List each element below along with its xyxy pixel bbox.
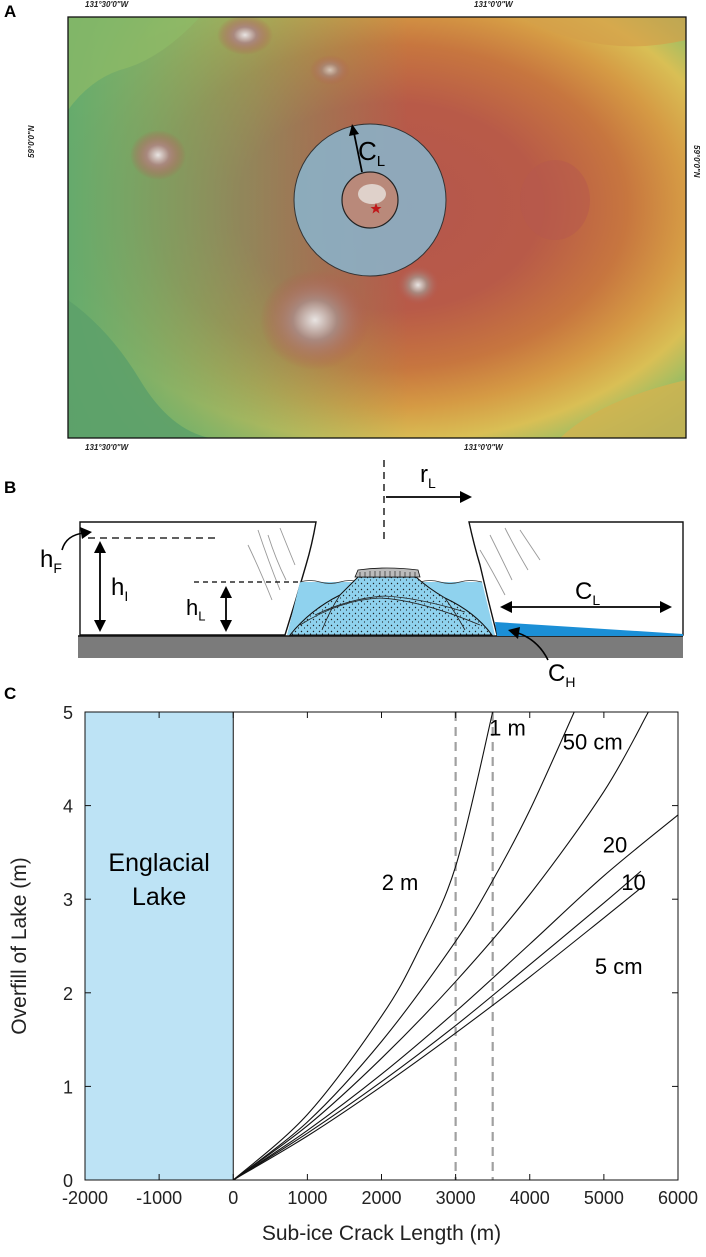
cl-arrow	[353, 132, 363, 173]
panel-b-diagram	[61, 460, 684, 661]
x-tick-label-6: 4000	[510, 1188, 550, 1208]
vent-star-icon	[370, 203, 382, 214]
cl-label-b: CL	[575, 580, 600, 607]
rl-label: rL	[420, 463, 436, 490]
y-axis-label: Overfill of Lake (m)	[8, 857, 31, 1034]
series-line-4	[232, 870, 642, 1181]
hi-main: h	[111, 574, 125, 601]
map-cl-sub: L	[376, 153, 386, 171]
series-line-3	[232, 814, 679, 1181]
ch-main: C	[548, 660, 566, 687]
y-tick-label-3: 3	[63, 890, 73, 910]
series-label-3: 20	[603, 832, 627, 857]
map-cl-main: C	[358, 136, 377, 166]
y-tick-label-1: 1	[63, 1077, 73, 1097]
hf-sub: F	[53, 559, 62, 576]
hf-main: h	[40, 546, 54, 573]
series-label-1: 1 m	[489, 715, 526, 740]
x-tick-label-3: 1000	[287, 1188, 327, 1208]
series-label-2: 50 cm	[563, 729, 623, 754]
x-tick-label-1: -1000	[136, 1188, 182, 1208]
x-tick-label-4: 2000	[361, 1188, 401, 1208]
coord-bottom-right: 131°0'0"W	[464, 443, 503, 452]
panel-a-map	[67, 16, 687, 439]
lake-label-line1: Englacial	[108, 849, 209, 877]
hf-label: hF	[40, 548, 62, 575]
series-line-0	[232, 711, 494, 1181]
map-cl-label: CL	[358, 138, 385, 169]
y-tick-label-2: 2	[63, 984, 73, 1004]
x-tick-label-7: 5000	[584, 1188, 624, 1208]
bedrock	[78, 636, 683, 658]
series-line-5	[232, 887, 642, 1181]
sub-ice-crack	[495, 622, 683, 636]
y-tick-label-0: 0	[63, 1171, 73, 1191]
hl-label: hL	[186, 595, 206, 624]
series-line-2	[232, 711, 649, 1181]
coord-top-right: 131°0'0"W	[474, 0, 513, 9]
lake-label-line2: Lake	[132, 883, 186, 911]
x-tick-label-8: 6000	[658, 1188, 698, 1208]
cl-b-main: C	[575, 578, 593, 605]
panel-a-letter: A	[4, 2, 17, 21]
englacial-lake-region	[84, 711, 234, 1181]
hl-sub: L	[198, 608, 206, 624]
hl-main: h	[186, 595, 199, 620]
hi-label: hI	[111, 576, 128, 603]
panel-c-letter: C	[4, 684, 17, 703]
series-label-5: 5 cm	[595, 954, 643, 979]
x-tick-label-5: 3000	[436, 1188, 476, 1208]
x-tick-label-0: -2000	[62, 1188, 108, 1208]
x-axis-label: Sub-ice Crack Length (m)	[262, 1222, 501, 1245]
ch-label: CH	[548, 662, 575, 689]
cl-b-sub: L	[592, 591, 601, 608]
series-label-4: 10	[621, 870, 645, 895]
series-label-0: 2 m	[382, 870, 419, 895]
ch-pointer	[517, 632, 549, 661]
x-tick-label-2: 0	[228, 1188, 238, 1208]
rl-sub: L	[428, 474, 436, 491]
y-tick-label-4: 4	[63, 797, 73, 817]
y-tick-label-5: 5	[63, 703, 73, 723]
coord-top-left: 131°30'0"W	[85, 0, 129, 9]
ice-left	[79, 521, 317, 636]
panel-b-letter: B	[4, 478, 17, 497]
hi-sub: I	[124, 587, 129, 604]
ch-sub: H	[565, 673, 576, 690]
rl-main: r	[420, 461, 428, 488]
series-line-1	[232, 711, 575, 1181]
coord-bottom-left: 131°30'0"W	[85, 443, 129, 452]
